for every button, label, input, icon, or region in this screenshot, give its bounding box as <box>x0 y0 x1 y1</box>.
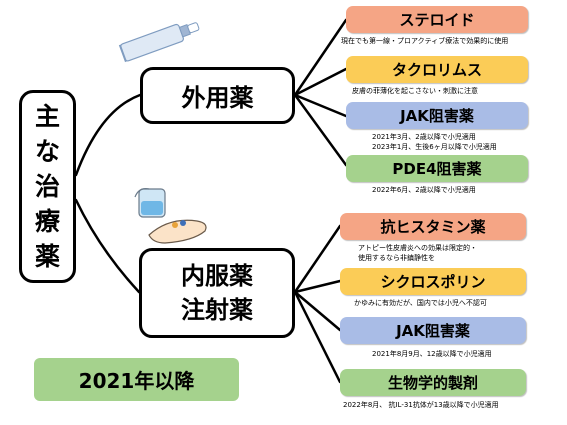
drug-note-line2: 2023年1月、生後6ヶ月以降で小児適用 <box>372 143 497 151</box>
drug-note-line1: 2021年3月、2歳以降で小児適用 <box>372 133 476 141</box>
root-title-char: 薬 <box>34 242 60 271</box>
category-topical-box: 外用薬 <box>140 67 295 124</box>
drug-biologic-box: 生物学的製剤 <box>340 369 526 396</box>
hand-medicine-illustration <box>134 188 207 244</box>
category-oral-box: 内服薬 注射薬 <box>139 248 295 338</box>
connector-oral-jak <box>293 290 342 332</box>
root-title-char: 治 <box>34 172 60 201</box>
drug-name: JAK阻害薬 <box>400 107 474 125</box>
drug-name: JAK阻害薬 <box>396 322 470 340</box>
connector-oral-biologic <box>293 290 342 384</box>
ointment-tube-illustration <box>118 22 200 63</box>
drug-note: 2022年6月、2歳以降で小児適用 <box>372 186 476 194</box>
connector-root-topical <box>74 93 142 177</box>
category-oral-label-line1: 内服薬 <box>181 262 253 290</box>
connector-oral-antihistamine <box>293 224 342 294</box>
drug-note: かゆみに有効だが、国内では小児へ不認可 <box>354 299 487 307</box>
drug-note-line2: 使用するなら非鎮静性を <box>358 254 435 262</box>
drug-antihistamine-box: 抗ヒスタミン薬 <box>340 213 526 240</box>
drug-jak-topical-box: JAK阻害薬 <box>346 102 528 129</box>
connector-oral-cyclosporine <box>293 279 342 294</box>
category-topical-label: 外用薬 <box>181 84 254 112</box>
connector-root-oral <box>74 198 141 294</box>
root-title-char: な <box>34 137 60 166</box>
drug-name: PDE4阻害薬 <box>392 160 482 178</box>
drug-cyclosporine-box: シクロスポリン <box>340 268 526 295</box>
connector-topical-steroid <box>293 18 348 97</box>
connector-topical-jak <box>293 93 348 118</box>
drug-note: 2021年8月9月、12歳以降で小児適用 <box>372 350 492 358</box>
drug-name: 抗ヒスタミン薬 <box>380 218 486 236</box>
year-label: 2021年以降 <box>78 369 195 393</box>
root-title-char: 療 <box>34 207 60 236</box>
drug-name: 生物学的製剤 <box>387 374 478 392</box>
category-oral-label-line2: 注射薬 <box>181 296 253 324</box>
drug-note: 2022年8月、 抗IL-31抗体が13歳以降で小児適用 <box>343 401 499 409</box>
root-title-box: 主 な 治 療 薬 <box>19 90 76 283</box>
drug-name: ステロイド <box>399 11 475 29</box>
drug-note: 現在でも第一線・プロアクティブ療法で効果的に使用 <box>341 37 509 45</box>
drug-steroid-box: ステロイド <box>346 6 528 33</box>
drug-name: タクロリムス <box>391 61 482 79</box>
drug-note-line1: アトピー性皮膚炎への効果は限定的・ <box>358 244 477 252</box>
drug-name: シクロスポリン <box>380 273 486 291</box>
connector-topical-pde4 <box>293 93 348 167</box>
year-badge: 2021年以降 <box>34 358 239 401</box>
drug-jak-oral-box: JAK阻害薬 <box>340 317 526 344</box>
drug-tacrolimus-box: タクロリムス <box>346 56 528 83</box>
drug-pde4-box: PDE4阻害薬 <box>346 155 528 182</box>
root-title-char: 主 <box>34 102 60 131</box>
connector-topical-tacrolimus <box>293 67 348 97</box>
drug-note: 皮膚の菲薄化を起こさない・刺激に注意 <box>352 87 478 95</box>
